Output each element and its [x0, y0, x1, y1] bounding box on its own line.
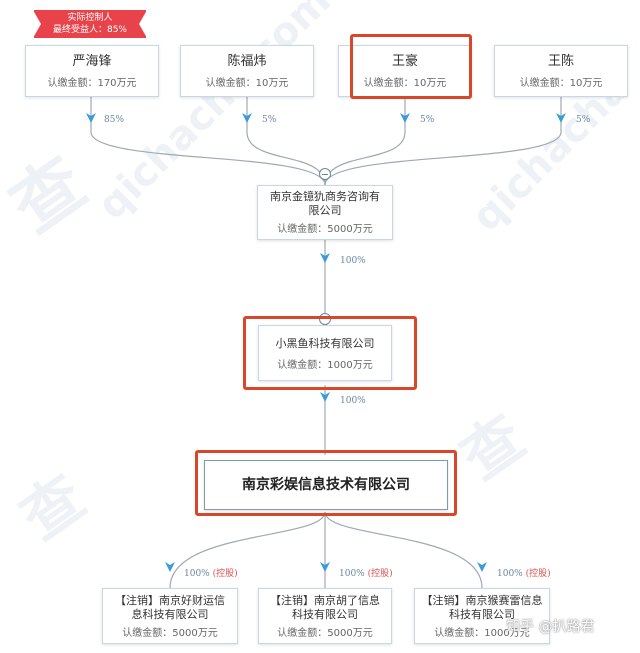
subsidiary-box[interactable]: 【注销】南京好财运信息科技有限公司 认缴金额：5000万元: [102, 588, 238, 644]
shareholder-box[interactable]: 王陈 认缴金额：10万元: [494, 45, 628, 97]
badge-line2: 最终受益人：85%: [52, 25, 127, 35]
target-company-box[interactable]: 南京彩娱信息技术有限公司: [204, 460, 448, 510]
company-amount: 认缴金额：5000万元: [277, 627, 373, 639]
highlight-frame: [195, 450, 457, 516]
actual-controller-badge: 实际控制人 最终受益人：85%: [33, 10, 147, 38]
holding-company-box[interactable]: 小黑鱼科技有限公司 认缴金额：1000万元: [258, 325, 392, 381]
company-name: 南京彩娱信息技术有限公司: [242, 476, 410, 493]
subsidiary-box[interactable]: 【注销】南京胡了信息科技有限公司 认缴金额：5000万元: [258, 588, 392, 644]
share-percent: 5%: [262, 115, 277, 125]
company-amount: 认缴金额：5000万元: [277, 224, 373, 235]
holding-company-box[interactable]: 南京金镱犰商务咨询有限公司 认缴金额：5000万元: [257, 185, 393, 240]
share-percent: 100%: [340, 256, 366, 266]
shareholder-name: 王豪: [391, 54, 418, 69]
company-name: 【注销】南京好财运信息科技有限公司: [115, 593, 225, 621]
shareholder-amount: 认缴金额：10万元: [363, 78, 447, 89]
company-amount: 认缴金额：1000万元: [434, 627, 530, 639]
highlight-frame: [350, 34, 472, 99]
share-percent: 100% (控股): [184, 569, 238, 579]
share-percent: 100% (控股): [497, 569, 551, 579]
company-name: 南京金镱犰商务咨询有限公司: [270, 190, 380, 217]
shareholder-amount: 认缴金额：10万元: [205, 78, 289, 89]
share-percent: 85%: [104, 115, 125, 125]
collapse-toggle-icon[interactable]: [319, 168, 331, 180]
share-percent: 5%: [576, 115, 591, 125]
share-percent: 100%: [340, 396, 366, 406]
company-name: 【注销】南京胡了信息科技有限公司: [270, 593, 380, 621]
share-percent: 5%: [420, 115, 435, 125]
shareholder-name: 严海锋: [72, 54, 112, 69]
share-percent: 100% (控股): [339, 569, 393, 579]
shareholder-name: 王陈: [547, 54, 574, 69]
company-name: 【注销】南京猴赛雷信息科技有限公司: [421, 593, 543, 621]
source-credit: 知乎 @扒路君: [506, 619, 595, 635]
highlight-frame: [243, 316, 417, 390]
company-name: 小黑鱼科技有限公司: [275, 337, 375, 350]
company-amount: 认缴金额：5000万元: [122, 627, 218, 639]
shareholder-name: 陈福炜: [227, 54, 267, 69]
badge-line1: 实际控制人: [67, 13, 113, 23]
shareholder-box[interactable]: 陈福炜 认缴金额：10万元: [180, 45, 314, 97]
shareholder-amount: 认缴金额：170万元: [47, 78, 137, 89]
shareholder-amount: 认缴金额：10万元: [519, 78, 603, 89]
company-amount: 认缴金额：1000万元: [277, 360, 373, 371]
shareholder-box[interactable]: 严海锋 认缴金额：170万元: [25, 45, 159, 97]
subsidiary-box[interactable]: 【注销】南京猴赛雷信息科技有限公司 认缴金额：1000万元: [414, 588, 550, 644]
